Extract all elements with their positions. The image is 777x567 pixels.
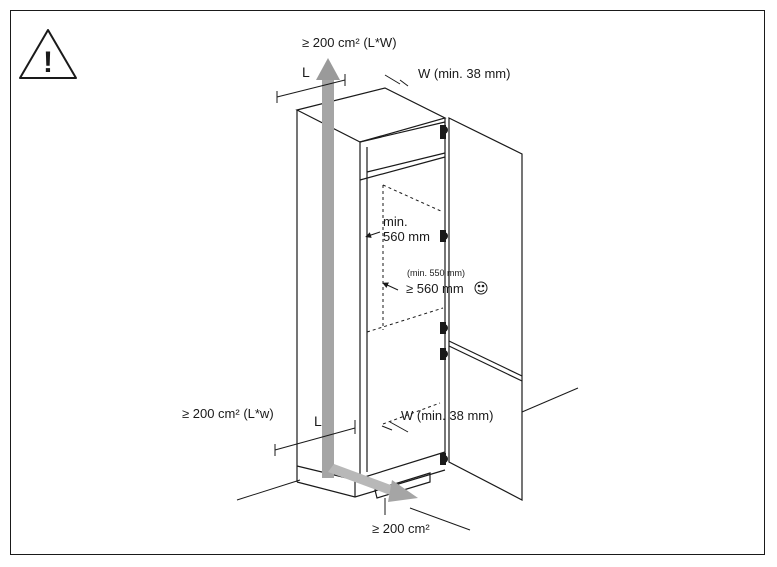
top-vent-length-label: L bbox=[302, 64, 310, 80]
door-hinges bbox=[440, 125, 448, 465]
bottom-vent-length-label: L bbox=[314, 413, 322, 429]
top-vent-dimensions bbox=[276, 74, 409, 103]
bottom-vent-width-label: W (min. 38 mm) bbox=[401, 408, 493, 423]
warning-triangle-icon: ! bbox=[19, 29, 77, 79]
plinth-vent-area-label: ≥ 200 cm² bbox=[372, 521, 430, 536]
smiley-icon bbox=[474, 281, 488, 295]
diagram-frame bbox=[10, 10, 765, 555]
top-vent-area-label: ≥ 200 cm² (L*W) bbox=[302, 35, 397, 50]
floor-lines bbox=[236, 387, 579, 531]
bottom-vent-area-label: ≥ 200 cm² (L*w) bbox=[182, 406, 274, 421]
svg-text:!: ! bbox=[43, 46, 53, 79]
bottom-vent-dimensions bbox=[274, 420, 409, 456]
depth-arrows bbox=[365, 231, 399, 291]
min-depth-label-line1: min. bbox=[383, 214, 408, 229]
airflow-arrow-up bbox=[316, 58, 418, 502]
cabinet-housing bbox=[295, 87, 447, 499]
appliance-outline bbox=[366, 184, 444, 425]
top-vent-width-label: W (min. 38 mm) bbox=[418, 66, 510, 81]
recommended-depth-label: ≥ 560 mm bbox=[406, 281, 464, 296]
min-depth-label-line2: 560 mm bbox=[383, 229, 430, 244]
recommended-depth-note: (min. 550 mm) bbox=[407, 268, 465, 278]
cabinet-door bbox=[448, 117, 523, 501]
